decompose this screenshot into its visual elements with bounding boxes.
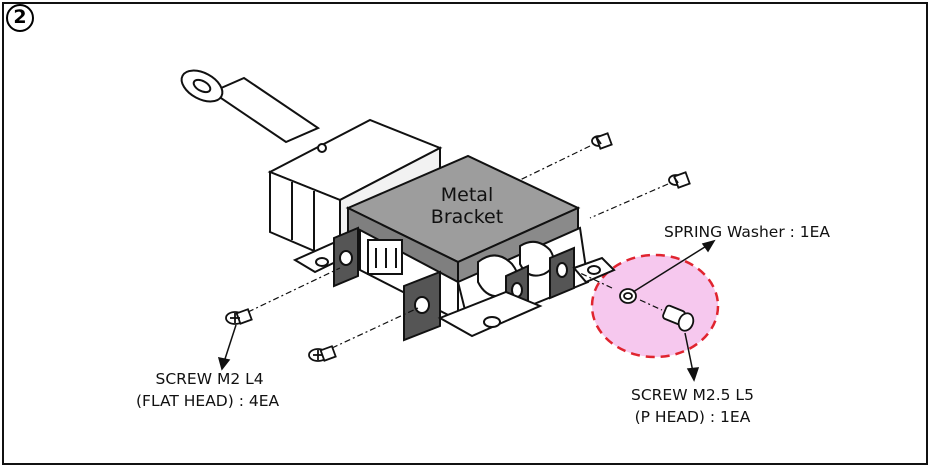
p-head-screw-label-line2: (P HEAD) : 1EA xyxy=(634,408,751,426)
p-head-screw-label: SCREW M2.5 L5 (P HEAD) : 1EA xyxy=(631,384,754,428)
highlight-circle xyxy=(590,253,720,359)
flat-head-screws xyxy=(225,132,691,362)
flat-head-screw-label-line1: SCREW M2 L4 xyxy=(155,370,264,388)
flat-head-screw-label: SCREW M2 L4 (FLAT HEAD) : 4EA xyxy=(136,368,279,412)
p-head-screw-label-line1: SCREW M2.5 L5 xyxy=(631,386,754,404)
p-head-screw xyxy=(619,288,695,332)
assembly-guide-lines xyxy=(247,145,669,349)
actuator-rod xyxy=(180,69,321,144)
bottom-flange xyxy=(437,256,616,338)
step-number-badge: 2 xyxy=(6,4,34,32)
flat-head-screw-label-line2: (FLAT HEAD) : 4EA xyxy=(136,392,280,410)
leader-lines xyxy=(217,239,716,382)
spring-washer-label: SPRING Washer : 1EA xyxy=(664,223,831,241)
bracket-label-line1: Metal xyxy=(440,184,494,206)
metal-bracket-label: Metal Bracket xyxy=(402,184,532,228)
bracket-label-line2: Bracket xyxy=(430,206,504,228)
